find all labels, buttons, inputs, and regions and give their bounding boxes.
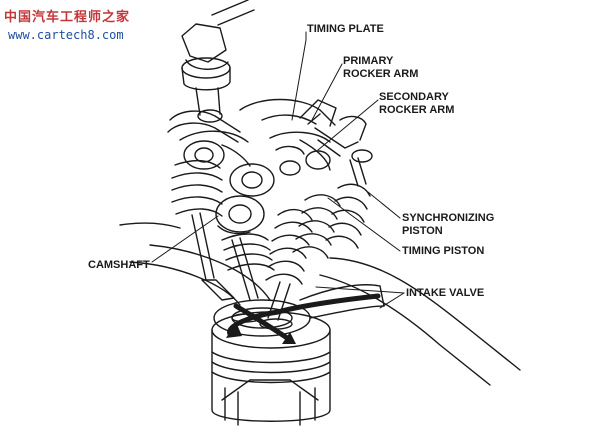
label-primary-rocker-arm-line1: PRIMARY [343, 55, 394, 67]
watermark-url: www.cartech8.com [8, 28, 124, 42]
valve-spring-middle [292, 194, 341, 259]
watermark-title: 中国汽车工程师之家 [4, 10, 131, 25]
leader-lines [151, 31, 405, 309]
valve-spring-left [221, 233, 275, 301]
intake-valve-heads [231, 313, 293, 330]
label-intake-valve: INTAKE VALVE [406, 287, 485, 299]
intake-flow-arrows [227, 293, 381, 343]
label-primary-rocker-arm: PRIMARY ROCKER ARM [343, 55, 418, 81]
valve-spring-rear [171, 160, 235, 301]
label-secondary-rocker-arm: SECONDARY ROCKER ARM [379, 91, 454, 117]
intake-flow-arrowheads [226, 322, 296, 344]
rocker-assembly [167, 98, 367, 176]
label-timing-plate: TIMING PLATE [307, 23, 384, 35]
label-synchronizing-piston-line1: SYNCHRONIZING [402, 212, 495, 224]
label-timing-piston: TIMING PISTON [402, 245, 485, 257]
label-primary-rocker-arm-line2: ROCKER ARM [343, 68, 419, 80]
cylinder-head-outline [119, 222, 521, 386]
label-synchronizing-piston: SYNCHRONIZING PISTON [402, 212, 494, 238]
valve-spring-right [325, 149, 373, 249]
label-secondary-rocker-arm-line1: SECONDARY [379, 91, 449, 103]
label-synchronizing-piston-line2: PISTON [402, 225, 443, 237]
label-camshaft: CAMSHAFT [88, 259, 150, 271]
actuator-rod [181, 0, 255, 123]
label-secondary-rocker-arm-line2: ROCKER ARM [379, 104, 455, 116]
timing-plate [299, 99, 337, 127]
camshaft [179, 130, 275, 235]
